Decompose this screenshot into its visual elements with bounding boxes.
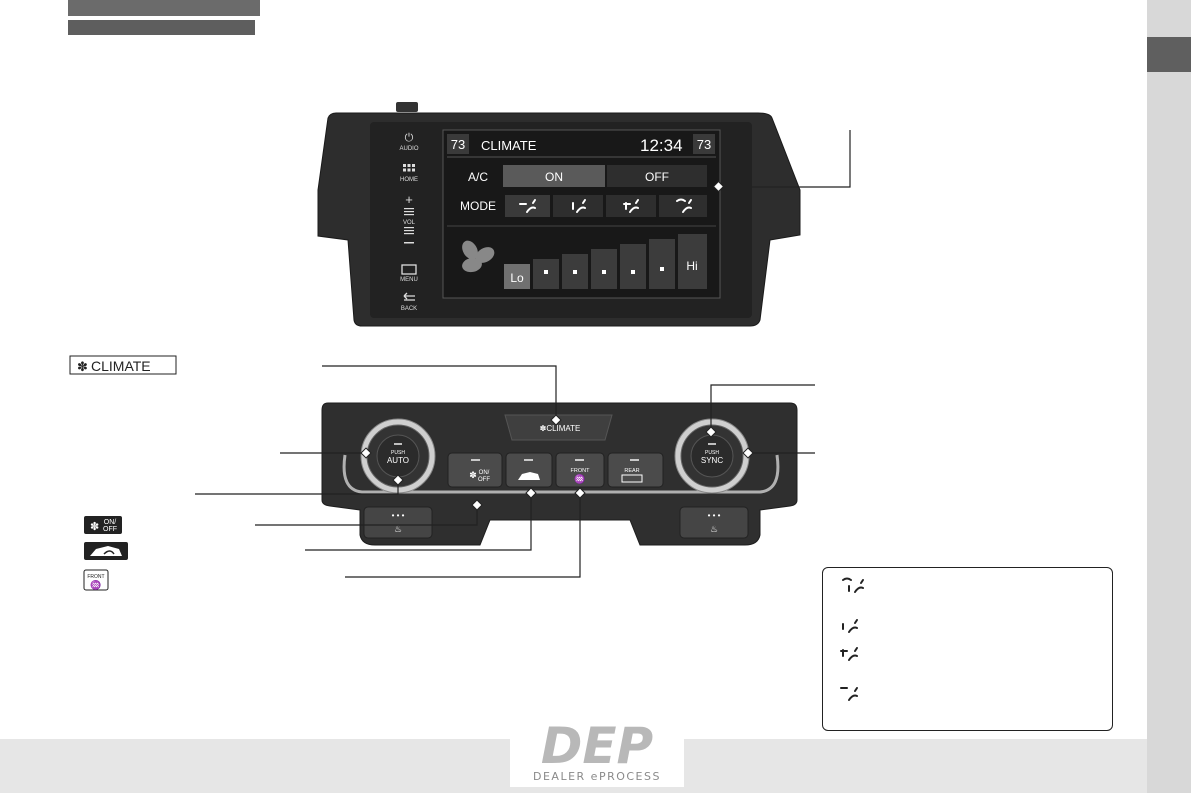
- vol-down-icon: [404, 242, 414, 244]
- vol-up-icon: +: [405, 192, 413, 207]
- audio-label: AUDIO: [399, 146, 418, 152]
- mode-defrost-floor-button: [659, 195, 707, 217]
- vol-label: VOL: [403, 220, 416, 226]
- clock: 12:34: [640, 136, 683, 155]
- right-temp: 73: [697, 137, 711, 152]
- left-labels: ✽ CLIMATE ✽ ON/ OFF FRONT ♒: [70, 356, 176, 590]
- fan-onoff-icon: ✽: [469, 470, 477, 480]
- legend-bilevel-icon: [841, 650, 847, 656]
- menu-label: MENU: [400, 277, 418, 283]
- right-seat-heater-icon: ♨: [710, 524, 718, 534]
- fan-bar-4: [591, 249, 617, 289]
- panel-climate-text: ✽CLIMATE: [540, 424, 581, 433]
- svg-text:♒: ♒: [90, 579, 101, 590]
- mode-floor-button: [553, 195, 603, 217]
- home-label: HOME: [400, 177, 418, 183]
- fan-bar-5: [620, 244, 646, 289]
- fan-lo-label: Lo: [510, 271, 524, 285]
- legend-icons: [835, 572, 875, 732]
- svg-text:ON/: ON/: [104, 519, 117, 526]
- svg-text:OFF: OFF: [103, 526, 117, 533]
- svg-text:REAR: REAR: [624, 468, 639, 474]
- front-defrost-icon: ♒: [574, 473, 585, 484]
- left-temp: 73: [451, 137, 465, 152]
- side-strip: [1147, 0, 1191, 793]
- sync-label: SYNC: [701, 456, 723, 465]
- mode-legend: [822, 567, 1113, 731]
- screen-title: CLIMATE: [481, 138, 537, 153]
- back-label: BACK: [401, 306, 417, 312]
- recirc-button: [506, 453, 552, 487]
- auto-label: AUTO: [387, 456, 409, 465]
- svg-text:ON/: ON/: [479, 470, 490, 476]
- svg-text:✽: ✽: [90, 521, 99, 533]
- power-icon: ⏻: [405, 132, 414, 144]
- logo-text: DEALER ePROCESS: [510, 770, 684, 783]
- svg-text:• • •: • • •: [708, 511, 721, 520]
- mode-label: MODE: [460, 199, 496, 213]
- svg-text:OFF: OFF: [478, 477, 490, 483]
- fan-bar-6: [649, 239, 675, 289]
- display-unit: ⏻ AUDIO HOME + VOL MENU BACK 73 C: [318, 102, 850, 326]
- mode-bilevel-button: [606, 195, 656, 217]
- dep-logo-mark: DEP: [510, 715, 684, 771]
- climate-fan-icon: ✽: [77, 359, 88, 374]
- dealer-eprocess-logo: DEP DEALER ePROCESS: [510, 715, 684, 787]
- control-panel: ✽CLIMATE PUSH AUTO PUSH SYNC ✽: [322, 403, 797, 545]
- svg-text:DEP: DEP: [541, 717, 653, 771]
- ac-on-label: ON: [545, 170, 563, 184]
- svg-text:• • •: • • •: [392, 511, 405, 520]
- climate-label-text: CLIMATE: [91, 358, 151, 374]
- ac-off-label: OFF: [645, 170, 669, 184]
- fan-hi-label: Hi: [686, 259, 697, 273]
- mode-face-button: [505, 195, 550, 217]
- legend-defrost-floor-icon: [843, 579, 851, 581]
- display-top-knob: [396, 102, 418, 112]
- ac-label: A/C: [468, 170, 488, 184]
- section-tab[interactable]: [1147, 37, 1191, 72]
